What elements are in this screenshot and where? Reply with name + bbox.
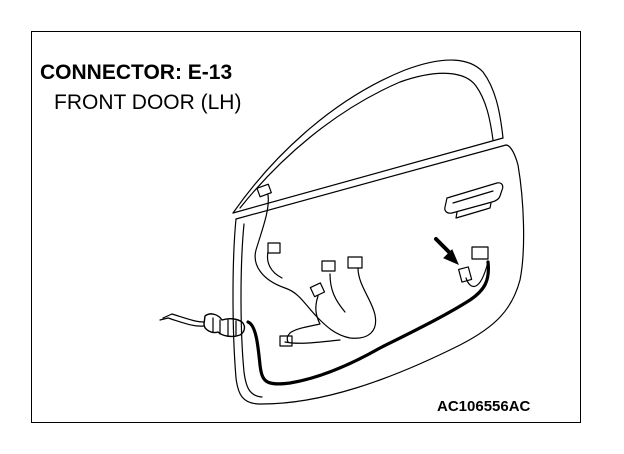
door-window-frame-inner bbox=[239, 72, 494, 209]
figure-code: AC106556AC bbox=[437, 398, 531, 415]
door-grommet bbox=[203, 313, 246, 338]
door-handle-recess bbox=[452, 190, 494, 204]
connector-center-left bbox=[321, 260, 336, 272]
door-window-frame bbox=[232, 59, 504, 214]
connector-title: CONNECTOR: E-13 bbox=[40, 61, 233, 84]
connector-lower bbox=[279, 335, 293, 347]
connector-mid bbox=[309, 282, 326, 298]
harness-branch-mid bbox=[329, 273, 346, 313]
connector-top bbox=[256, 183, 272, 198]
harness-branch-connector bbox=[286, 295, 321, 343]
door-beltline bbox=[232, 137, 504, 214]
door-handle bbox=[444, 182, 504, 214]
door-beltline-inner bbox=[235, 144, 507, 220]
pointer-arrow-head bbox=[443, 249, 459, 265]
harness-main-thick bbox=[246, 260, 491, 386]
door-panel-outline bbox=[232, 144, 525, 405]
door-panel-inner-edge bbox=[240, 223, 263, 398]
diagram-frame bbox=[31, 31, 581, 423]
harness-branch-left bbox=[266, 251, 283, 279]
location-label: FRONT DOOR (LH) bbox=[54, 91, 242, 114]
connector-upper-left bbox=[267, 242, 281, 254]
harness-branch-upper bbox=[254, 194, 377, 339]
connector-right bbox=[471, 246, 489, 260]
connector-center-right bbox=[347, 256, 363, 269]
connector-e13 bbox=[458, 266, 473, 283]
harness-to-body bbox=[167, 313, 205, 327]
harness-to-cylinder bbox=[284, 339, 341, 344]
